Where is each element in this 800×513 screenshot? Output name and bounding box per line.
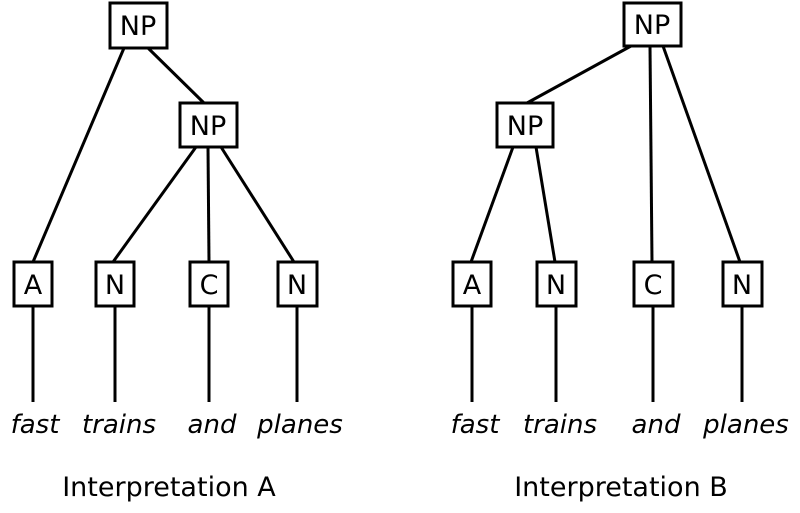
- node-box-a-root: [108, 1, 169, 50]
- word-b-trains: trains: [523, 410, 597, 440]
- tree-a: NP NP A N C N fast trains and planes Int…: [11, 1, 343, 503]
- caption-interpretation-a: Interpretation A: [62, 472, 276, 503]
- node-label-b-N1: N: [546, 270, 566, 301]
- edge-b-root-to-np: [526, 44, 632, 105]
- word-b-fast: fast: [451, 410, 501, 440]
- node-label-b-C: C: [644, 270, 663, 301]
- node-box-b-np: [495, 101, 555, 149]
- word-a-trains: trains: [82, 410, 156, 440]
- node-label-a-N1: N: [105, 270, 125, 301]
- word-a-fast: fast: [11, 410, 61, 440]
- node-label-b-A: A: [463, 270, 482, 301]
- node-box-a-A: [12, 260, 54, 308]
- node-box-a-N1: [94, 260, 136, 308]
- edge-a-root-to-A: [31, 47, 126, 263]
- edge-a-np-to-N2: [219, 146, 296, 263]
- node-box-b-N1: [535, 260, 578, 308]
- node-box-b-N2: [721, 260, 764, 308]
- edge-a-root-to-np: [146, 46, 206, 105]
- edge-b-root-to-N2: [661, 45, 742, 263]
- tree-b: NP NP A N C N fast trains and planes Int…: [451, 1, 789, 503]
- node-label-a-C: C: [200, 270, 219, 301]
- word-b-planes: planes: [702, 410, 789, 440]
- edge-b-root-to-C: [648, 45, 654, 263]
- edge-a-np-to-C: [206, 146, 211, 263]
- word-a-planes: planes: [256, 410, 343, 440]
- node-label-b-np: NP: [507, 111, 543, 142]
- node-box-b-C: [632, 260, 675, 308]
- caption-interpretation-b: Interpretation B: [514, 472, 728, 503]
- edge-a-np-to-N1: [111, 146, 198, 263]
- node-label-a-N2: N: [287, 270, 307, 301]
- node-box-a-np: [178, 101, 239, 149]
- node-box-b-root: [622, 1, 683, 48]
- node-box-a-N2: [276, 260, 319, 308]
- node-label-a-np: NP: [190, 111, 226, 142]
- edge-b-np-to-A: [469, 146, 515, 263]
- node-box-a-C: [188, 260, 230, 308]
- edge-b-np-to-N1: [534, 146, 557, 263]
- node-label-a-A: A: [24, 270, 43, 301]
- node-label-a-root: NP: [120, 11, 156, 42]
- node-label-b-N2: N: [732, 270, 752, 301]
- node-label-b-root: NP: [634, 10, 670, 41]
- word-b-and: and: [632, 410, 681, 440]
- word-a-and: and: [188, 410, 237, 440]
- node-box-b-A: [451, 260, 493, 308]
